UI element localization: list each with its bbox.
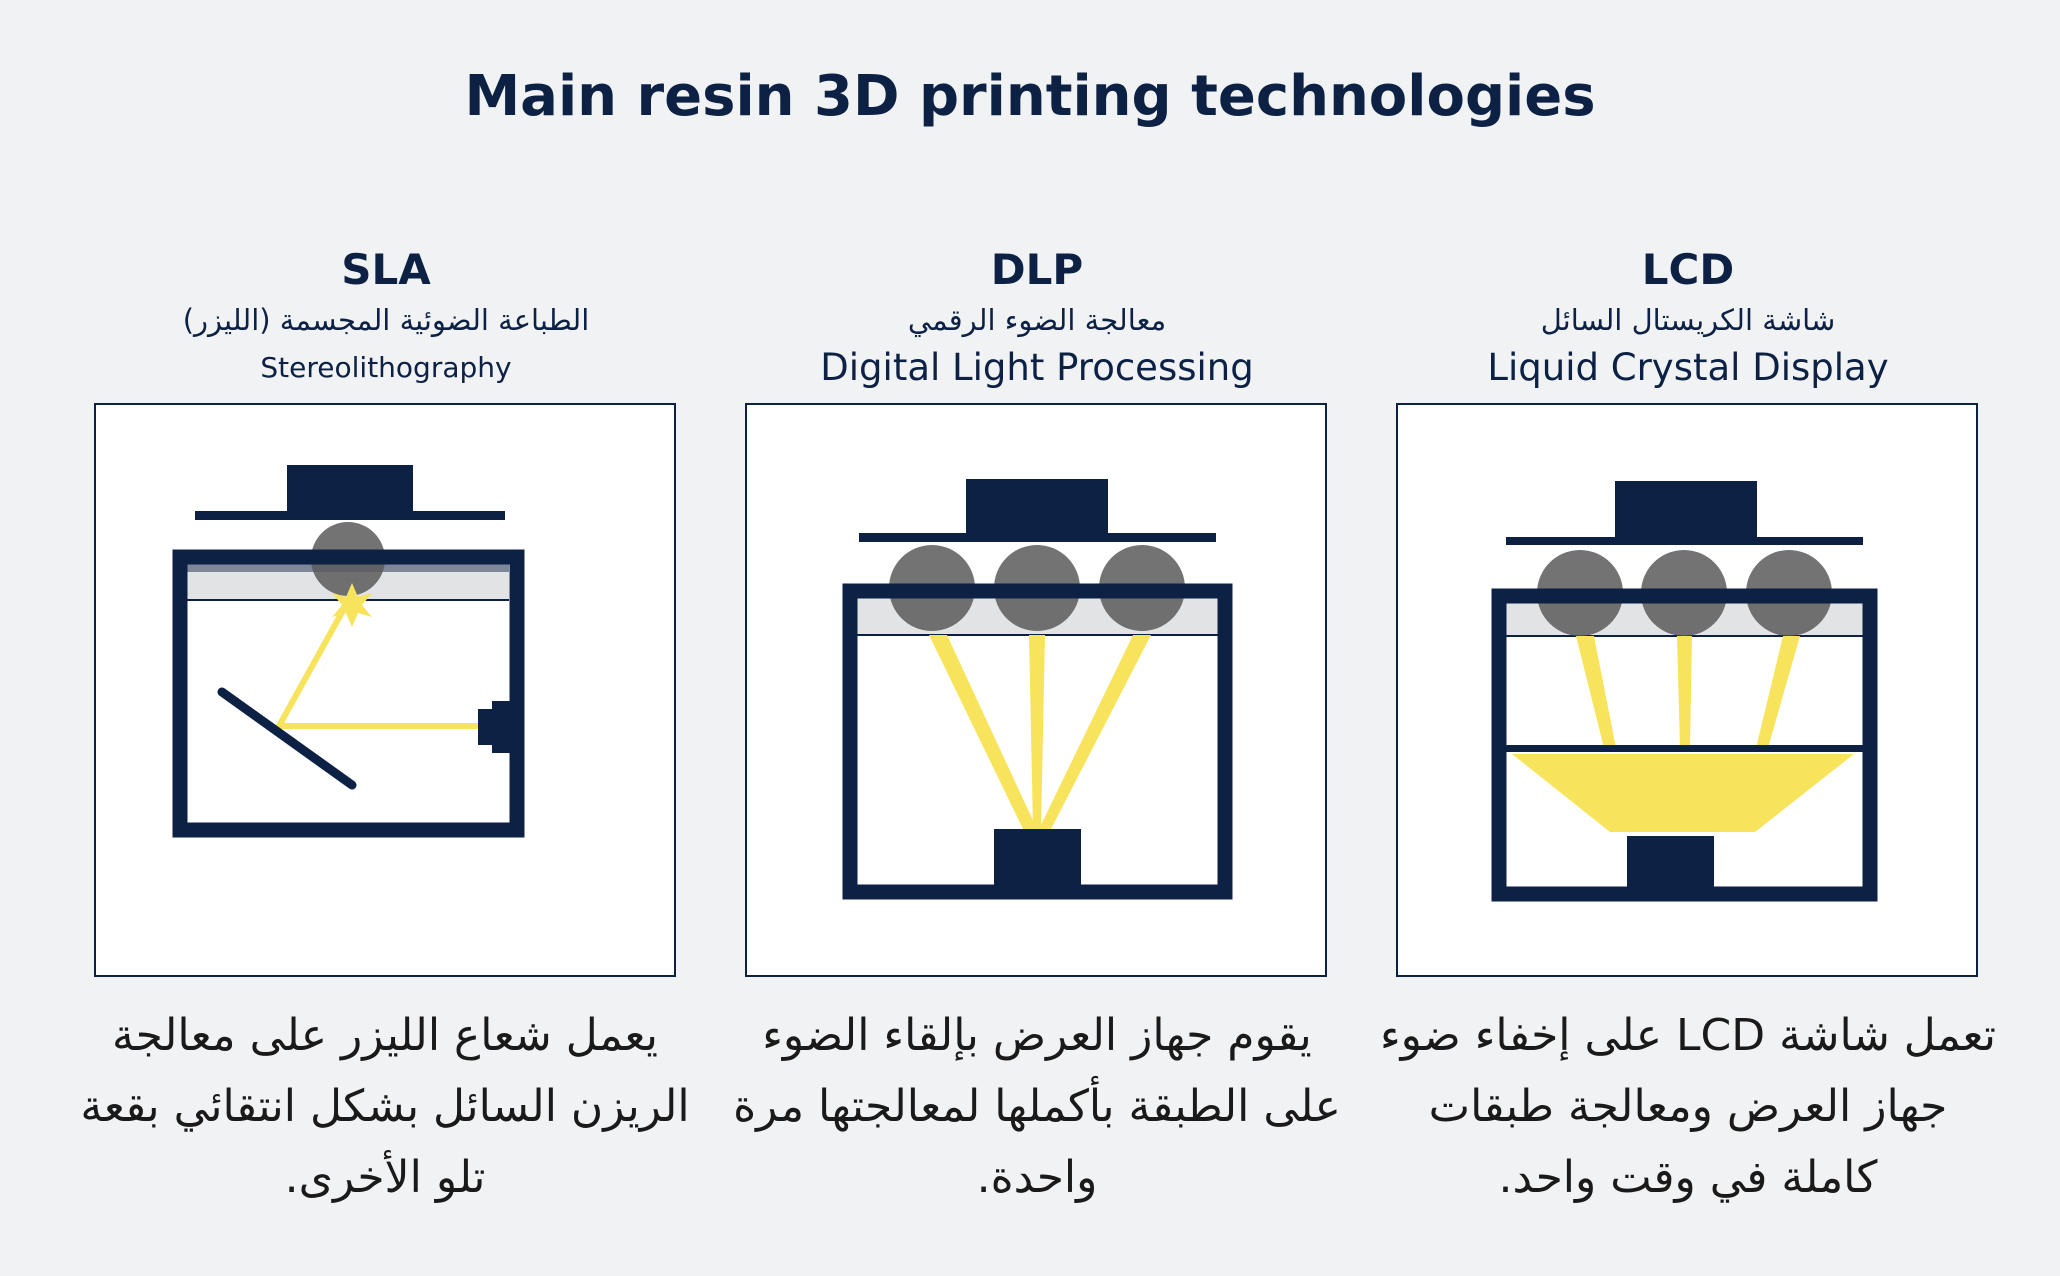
resin-tank bbox=[172, 549, 525, 838]
dlp-header: DLP معالجة الضوء الرقمي Digital Light Pr… bbox=[746, 240, 1328, 396]
dlp-english-name: Digital Light Processing bbox=[820, 346, 1254, 389]
projector bbox=[994, 829, 1081, 895]
lcd-printer-illustration bbox=[1491, 481, 1878, 902]
light-beam bbox=[929, 635, 1037, 829]
sla-description: يعمل شعاع الليزر على معالجة الريزن السائ… bbox=[80, 1010, 690, 1203]
sla-arabic-name: الطباعة الضوئية المجسمة (الليزر) bbox=[182, 303, 590, 337]
dlp-abbr: DLP bbox=[990, 245, 1084, 294]
lcd-screen bbox=[1499, 745, 1870, 752]
light-projection bbox=[1512, 754, 1854, 832]
build-plate bbox=[859, 533, 1216, 542]
lcd-header: LCD شاشة الكريستال السائل Liquid Crystal… bbox=[1397, 240, 1979, 396]
lcd-english-name: Liquid Crystal Display bbox=[1487, 346, 1889, 389]
build-plate-head bbox=[287, 465, 413, 515]
build-plate bbox=[195, 511, 505, 520]
lcd-abbr: LCD bbox=[1641, 245, 1735, 294]
light-beam bbox=[1677, 636, 1692, 748]
page-title: Main resin 3D printing technologies bbox=[464, 64, 1596, 129]
sla-header: SLA الطباعة الضوئية المجسمة (الليزر) Ste… bbox=[95, 240, 677, 396]
mirror bbox=[217, 687, 357, 790]
light-source bbox=[1627, 836, 1714, 896]
dlp-description: يقوم جهاز العرض بإلقاء الضوء على الطبقة … bbox=[733, 1010, 1341, 1203]
lcd-diagram bbox=[1396, 403, 1978, 977]
laser-beam bbox=[273, 603, 478, 729]
dlp-diagram bbox=[745, 403, 1327, 977]
light-beam bbox=[1039, 635, 1151, 829]
sla-english-name: Stereolithography bbox=[260, 351, 512, 384]
sla-printer-illustration bbox=[172, 465, 525, 838]
light-beam bbox=[1029, 635, 1045, 829]
build-plate bbox=[1506, 537, 1863, 545]
lcd-arabic-name: شاشة الكريستال السائل bbox=[1540, 303, 1836, 337]
dlp-arabic-name: معالجة الضوء الرقمي bbox=[907, 303, 1167, 337]
light-beam bbox=[1576, 636, 1616, 748]
dlp-printer-illustration bbox=[842, 479, 1233, 900]
laser-spot-star-icon bbox=[332, 583, 372, 627]
light-beam bbox=[1756, 636, 1800, 748]
sla-abbr: SLA bbox=[341, 245, 431, 294]
sla-diagram bbox=[94, 403, 676, 977]
lcd-description: تعمل شاشة LCD على إخفاء ضوء جهاز العرض و… bbox=[1379, 1010, 1997, 1203]
